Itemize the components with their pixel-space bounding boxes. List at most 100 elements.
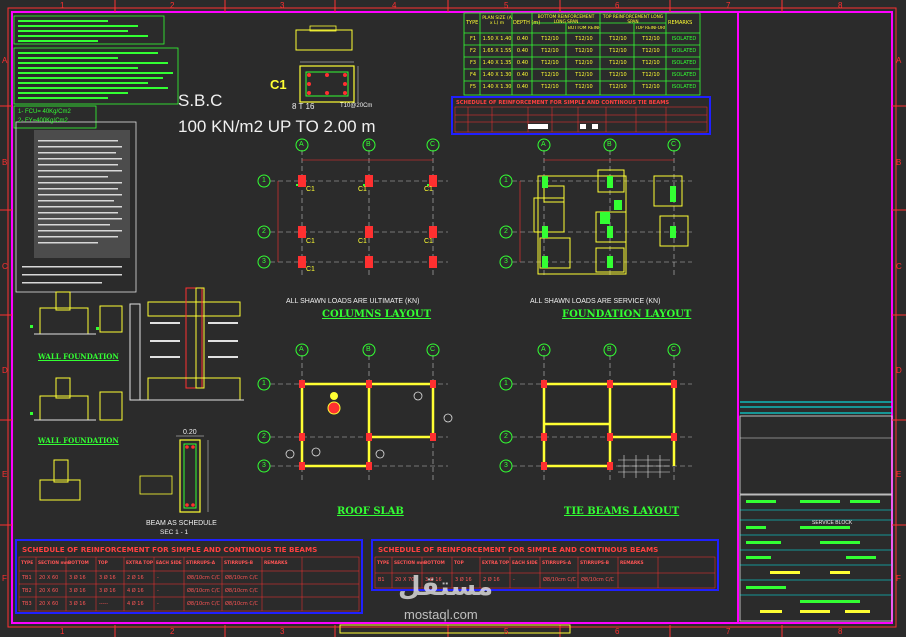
schedule-header-cell: STIRRUPS-B bbox=[224, 561, 254, 566]
footing-schedule-cell: T12/10 bbox=[541, 36, 559, 42]
grid-number: 3 bbox=[504, 258, 508, 265]
footing-schedule-cell: 0.40 bbox=[516, 36, 529, 42]
border-label: 3 bbox=[280, 627, 285, 636]
schedule-cell: 4 Ø 16 bbox=[127, 588, 144, 594]
border-label: A bbox=[896, 56, 902, 65]
border-label: C bbox=[2, 262, 8, 271]
grid-letter: A bbox=[299, 141, 304, 148]
grid-number: 1 bbox=[504, 177, 508, 184]
column-bars: 8 T 16 bbox=[292, 102, 315, 111]
footing-schedule-cell: T12/10 bbox=[609, 72, 627, 78]
border-label: 1 bbox=[60, 627, 65, 636]
foundation-caption: ALL SHAWN LOADS ARE SERVICE (KN) bbox=[530, 298, 661, 305]
border-label: 5 bbox=[504, 627, 509, 636]
schedule-cell: 20 X 70 bbox=[395, 577, 415, 583]
schedule-cell: 3 Ø 16 bbox=[455, 577, 472, 583]
footing-schedule-cell: T12/10 bbox=[609, 84, 627, 90]
fs-header-top-short: TOP REINFORCEMENT SHORT SPAN bbox=[635, 26, 665, 31]
schedule-cell: - bbox=[157, 588, 159, 594]
watermark-url: mostaql.com bbox=[404, 607, 478, 622]
grid-letter: C bbox=[671, 141, 677, 148]
border-label: 8 bbox=[838, 1, 843, 10]
footing-schedule-cell: T12/10 bbox=[642, 36, 660, 42]
schedule-header-cell: BOTTOM bbox=[68, 561, 89, 566]
schedule-header-cell: TOP bbox=[454, 561, 464, 566]
footing-schedule-grid bbox=[463, 12, 701, 96]
schedule-cell: 3 Ø 16 bbox=[425, 577, 442, 583]
grid-letter: B bbox=[607, 346, 612, 353]
grid-number: 2 bbox=[504, 228, 508, 235]
footing-schedule-cell: T12/10 bbox=[575, 36, 593, 42]
column-ties: T10@20Cm bbox=[340, 103, 373, 109]
border-label: 7 bbox=[726, 1, 731, 10]
beam-section-label: SEC 1 - 1 bbox=[160, 529, 189, 536]
schedule-cell: Ø8/10cm C/C bbox=[225, 601, 259, 607]
schedule-cell: Ø8/10cm C/C bbox=[187, 575, 221, 581]
border-label: 5 bbox=[504, 1, 509, 10]
footing-schedule-cell: 0.40 bbox=[516, 72, 529, 78]
footing-schedule-cell: 1.50 X 1.40 bbox=[482, 36, 512, 42]
footing-schedule-cell: T12/10 bbox=[541, 72, 559, 78]
border-label: 1 bbox=[60, 1, 65, 10]
schedule-header-cell: STIRRUPS-A bbox=[542, 561, 572, 566]
note-fcu: 1- FCU= 40Kg/Cm2 bbox=[18, 109, 71, 115]
schedule-cell: Ø8/10cm C/C bbox=[543, 577, 577, 583]
schedule-cell: - bbox=[513, 577, 515, 583]
footing-schedule-cell: T12/10 bbox=[575, 72, 593, 78]
sbc-label: S.B.C bbox=[178, 91, 223, 110]
footing-schedule-cell: 0.40 bbox=[516, 84, 529, 90]
footing-schedule-cell: 1.40 X 1.35 bbox=[482, 60, 512, 66]
schedule-header-cell: REMARKS bbox=[620, 561, 644, 566]
grid-number: 2 bbox=[262, 433, 266, 440]
schedule-cell: - bbox=[157, 575, 159, 581]
border-label: 3 bbox=[280, 1, 285, 10]
schedule-cell: 3 Ø 16 bbox=[99, 575, 116, 581]
foundation-layout-title: FOUNDATION LAYOUT bbox=[562, 309, 692, 320]
schedule-header-cell: TOP bbox=[98, 561, 108, 566]
border-label: E bbox=[896, 470, 902, 479]
grid-letter: A bbox=[541, 141, 546, 148]
column-label: C1 bbox=[424, 238, 433, 245]
footing-schedule-cell: T12/10 bbox=[575, 60, 593, 66]
border-label: 4 bbox=[392, 1, 397, 10]
border-label: C bbox=[896, 262, 902, 271]
schedule-small-title: SCHEDULE OF REINFORCEMENT FOR SIMPLE AND… bbox=[456, 100, 670, 106]
border-label: D bbox=[896, 366, 902, 375]
wall-foundation-1-title: WALL FOUNDATION bbox=[38, 352, 119, 361]
footing-schedule-cell: ISOLATED bbox=[671, 60, 697, 66]
footing-type-cell: F5 bbox=[469, 84, 477, 90]
footing-schedule-cell: T12/10 bbox=[642, 60, 660, 66]
grid-letter: C bbox=[430, 346, 436, 353]
footing-schedule-cell: 1.40 X 1.30 bbox=[482, 84, 512, 90]
schedule-cell: 3 Ø 16 bbox=[99, 588, 116, 594]
schedule-cell: 3 Ø 16 bbox=[69, 588, 86, 594]
schedule-header-cell: EACH SIDE bbox=[156, 561, 182, 566]
schedule-cell: 2 Ø 16 bbox=[127, 575, 144, 581]
footing-schedule-cell: ISOLATED bbox=[671, 84, 697, 90]
schedule-cell: Ø8/10cm C/C bbox=[187, 588, 221, 594]
schedule-cell: 20 X 60 bbox=[39, 601, 59, 607]
wall-foundation-details bbox=[34, 291, 123, 501]
footing-schedule-cell: T12/10 bbox=[541, 84, 559, 90]
fs-header-type: TYPE bbox=[466, 20, 479, 26]
schedule-type-cell: B1 bbox=[378, 577, 385, 583]
grid-letter: B bbox=[366, 141, 371, 148]
grid-letter: A bbox=[299, 346, 304, 353]
schedule-cell: 2 Ø 16 bbox=[483, 577, 500, 583]
schedule-cell: 4 Ø 16 bbox=[127, 601, 144, 607]
footing-schedule-cell: T12/10 bbox=[541, 48, 559, 54]
beam-section-detail bbox=[139, 435, 209, 513]
columns-layout-plan bbox=[270, 150, 448, 275]
beam-schedule-title: SCHEDULE OF REINFORCEMENT FOR SIMPLE AND… bbox=[378, 545, 659, 554]
grid-number: 3 bbox=[262, 258, 266, 265]
tie-beam-schedule-title: SCHEDULE OF REINFORCEMENT FOR SIMPLE AND… bbox=[22, 545, 318, 554]
border-label: B bbox=[896, 158, 902, 167]
footing-schedule-cell: 0.40 bbox=[516, 48, 529, 54]
note-fy: 2- FY=400Kg/Cm2 bbox=[18, 118, 68, 124]
schedule-type-cell: TB2 bbox=[22, 588, 32, 594]
schedule-header-cell: STIRRUPS-A bbox=[186, 561, 216, 566]
schedule-cell: 3 Ø 16 bbox=[69, 575, 86, 581]
footing-schedule-cell: ISOLATED bbox=[671, 36, 697, 42]
